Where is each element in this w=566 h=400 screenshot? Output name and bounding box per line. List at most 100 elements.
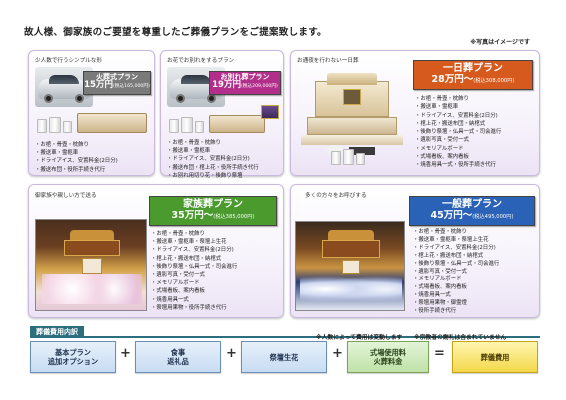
cost-label: 祭壇生花 bbox=[269, 352, 299, 362]
plan-price: 19万円 bbox=[212, 80, 241, 91]
plan-price-tax: (税込495,000円) bbox=[472, 213, 514, 220]
list-item: 後飾り祭壇・仏具一式・司会進行 bbox=[413, 261, 499, 269]
plan-item-list: お棺・骨壺・枕飾り 搬送車・霊柩車 ドライアイス、安置料金(2日分) 搬送布団・… bbox=[35, 141, 118, 174]
list-item: メモリアルボード bbox=[415, 145, 501, 153]
cost-box-venue: 式場使用料 火葬料金 bbox=[347, 341, 429, 373]
cost-label: 追加オプション bbox=[47, 357, 99, 366]
list-item: 搬送車・霊柩車 bbox=[35, 149, 118, 157]
altar-image bbox=[297, 65, 407, 169]
list-item: 式場看板、案内看板 bbox=[151, 287, 237, 295]
list-item: お棺・骨壺・枕飾り bbox=[35, 141, 118, 149]
cost-label: 食事 bbox=[170, 348, 186, 357]
plan-item-list: お棺・骨壺・枕飾り 搬送車・霊柩車・祭壇上生花 ドライアイス、安置料金(2日分)… bbox=[151, 230, 237, 312]
plan-panel-owakare: お花でお別れをするプラン お別れ葬プラン 19万円(税込209,000円) お棺… bbox=[160, 50, 284, 179]
cost-header-rule bbox=[30, 336, 540, 338]
plan-name: 家族葬プラン bbox=[183, 199, 243, 210]
plus-sign: + bbox=[120, 346, 131, 361]
list-item: 後飾り祭壇・仏具一式・司会進行 bbox=[415, 128, 501, 136]
cost-label: 基本プラン bbox=[55, 348, 91, 357]
list-item: 祭壇用果物・御霊燈 bbox=[413, 300, 499, 308]
cost-note-religious-fee: ※宗教者の謝礼は含まれていません bbox=[414, 335, 507, 341]
plan-panel-kasou: 少人数で行うシンプルな形 火葬式プラン 15万円(税込165,000円) お棺・… bbox=[28, 50, 155, 176]
list-item: 遺影写真・受付一式 bbox=[415, 136, 501, 144]
list-item: 焼香用具一式・役所手続き代行 bbox=[415, 161, 501, 169]
photo-note: ※写真はイメージです bbox=[470, 39, 530, 46]
plan-name: お別れ葬プラン bbox=[220, 73, 270, 81]
plan-tag: 御家族や親しい方で送る bbox=[35, 193, 97, 199]
plan-price-tax: (税込165,000円) bbox=[112, 84, 150, 90]
altar-image bbox=[35, 219, 147, 311]
cost-box-basic-plan: 基本プラン 追加オプション bbox=[30, 341, 116, 373]
plus-sign: + bbox=[226, 346, 237, 361]
plan-price-box: 一般葬プラン 45万円～(税込495,000円) bbox=[409, 196, 535, 226]
list-item: ドライアイス、安置料金(2日分) bbox=[35, 157, 117, 165]
list-item: 式場看板、案内看板 bbox=[415, 153, 501, 161]
list-item: 遺影写真・受付一式 bbox=[151, 271, 237, 279]
casket-image bbox=[331, 147, 411, 173]
equals-sign: = bbox=[434, 346, 445, 361]
list-item: 遺影写真・受付一式 bbox=[413, 269, 499, 277]
list-item: 搬送布団・役所手続き代行 bbox=[35, 166, 118, 174]
list-item: ドライアイス、安置料金(2日分) bbox=[413, 245, 499, 253]
list-item: 搬送車・霊柩車 bbox=[167, 147, 259, 155]
plan-price: 35万円～ bbox=[171, 209, 214, 221]
plan-panel-kazoku: 御家族や親しい方で送る 家族葬プラン 35万円～(税込385,000円) お棺・… bbox=[28, 184, 284, 318]
plan-panel-ippan: 多くの方々をお呼びする 一般葬プラン 45万円～(税込495,000円) お棺・… bbox=[290, 184, 540, 318]
plan-price-box: 一日葬プラン 28万円～(税込308,000円) bbox=[413, 60, 533, 90]
list-item: ドライアイス、安置料金(2日分) bbox=[167, 155, 259, 163]
list-item: お棺・骨壺・枕飾り bbox=[151, 230, 237, 238]
plan-price: 45万円～ bbox=[430, 209, 473, 221]
list-item: 搬送車・霊柩車・祭壇上生花 bbox=[151, 238, 237, 246]
list-item: お棺・骨壺・枕飾り bbox=[167, 139, 259, 147]
page-title: 故人様、御家族のご要望を尊重したご葬儀プランをご提案致します。 bbox=[24, 27, 327, 38]
plan-tag: お花でお別れをするプラン bbox=[167, 58, 235, 64]
plan-price: 28万円～ bbox=[431, 73, 474, 85]
list-item: 搬送布団・棺上花・役所手続き代行 bbox=[167, 164, 258, 172]
list-item: お棺・骨壺・枕飾り bbox=[413, 229, 499, 237]
list-item: 棺上花・搬送布団・納棺式 bbox=[151, 255, 237, 263]
cost-header: 葬儀費用内訳 bbox=[30, 326, 84, 338]
cost-label: 火葬料金 bbox=[373, 357, 403, 366]
plan-price-tax: (税込385,000円) bbox=[213, 213, 255, 220]
plan-tag: 多くの方々をお呼びする bbox=[305, 193, 367, 199]
cost-label: 返礼品 bbox=[167, 357, 189, 366]
plan-price-box: 家族葬プラン 35万円～(税込385,000円) bbox=[149, 196, 277, 226]
plan-panel-ichinichi: お通夜を行わない一日葬 一日葬プラン 28万円～(税込308,000円) お棺・… bbox=[290, 50, 540, 176]
plan-item-list: お棺・骨壺・枕飾り 搬送車・霊柩車・祭壇上生花 ドライアイス、安置料金(2日分)… bbox=[413, 229, 499, 316]
list-item: 搬送車・霊柩車・祭壇上生花 bbox=[413, 237, 499, 245]
cost-note-headcount: ※人数によって費用は変動します bbox=[316, 335, 403, 341]
list-item: ドライアイス、安置料金(2日分) bbox=[415, 112, 501, 120]
plan-price-box: お別れ葬プラン 19万円(税込209,000円) bbox=[209, 71, 281, 95]
plan-price: 15万円 bbox=[84, 80, 113, 91]
list-item: 式場看板、案内看板 bbox=[413, 284, 499, 292]
plan-name: 一日葬プラン bbox=[443, 63, 503, 74]
plan-price-tax: (税込308,000円) bbox=[473, 77, 515, 84]
list-item: 祭壇用果物・役所手続き代行 bbox=[151, 304, 237, 312]
list-item: お別れ用切り花・後飾り祭壇 bbox=[167, 172, 259, 180]
plan-price-tax: (税込209,000円) bbox=[240, 84, 278, 90]
plan-name: 火葬式プラン bbox=[96, 73, 138, 81]
plan-tag: 少人数で行うシンプルな形 bbox=[35, 58, 102, 64]
list-item: メモリアルボード bbox=[413, 276, 499, 284]
altar-photo-frame bbox=[261, 105, 279, 119]
list-item: 後飾り祭壇・仏具一式・司会進行 bbox=[151, 263, 237, 271]
plan-name: 一般葬プラン bbox=[442, 199, 502, 210]
casket-image bbox=[169, 105, 281, 139]
cost-box-flowers: 祭壇生花 bbox=[241, 341, 327, 373]
list-item: 役所手続き代行 bbox=[413, 308, 499, 316]
list-item: 棺上花・搬送布団・納棺式 bbox=[413, 253, 499, 261]
list-item: 焼香用具一式 bbox=[413, 292, 499, 300]
cost-box-meal: 食事 返礼品 bbox=[135, 341, 221, 373]
plan-price-box: 火葬式プラン 15万円(税込165,000円) bbox=[83, 71, 151, 95]
list-item: メモリアルボード bbox=[151, 279, 237, 287]
casket-image bbox=[37, 109, 147, 139]
cost-label: 葬儀費用 bbox=[480, 352, 510, 362]
list-item: ドライアイス、安置料金(2日分) bbox=[151, 246, 237, 254]
plan-item-list: お棺・骨壺・枕飾り 搬送車・霊柩車 ドライアイス、安置料金(2日分) 搬送布団・… bbox=[167, 139, 259, 180]
list-item: 焼香用具一式 bbox=[151, 296, 237, 304]
cost-label: 式場使用料 bbox=[370, 348, 406, 357]
list-item: お棺・骨壺・枕飾り bbox=[415, 95, 501, 103]
altar-image bbox=[295, 221, 405, 311]
list-item: 搬送車・霊柩車 bbox=[415, 103, 501, 111]
list-item: 棺上花・搬送布団・納棺式 bbox=[415, 120, 501, 128]
